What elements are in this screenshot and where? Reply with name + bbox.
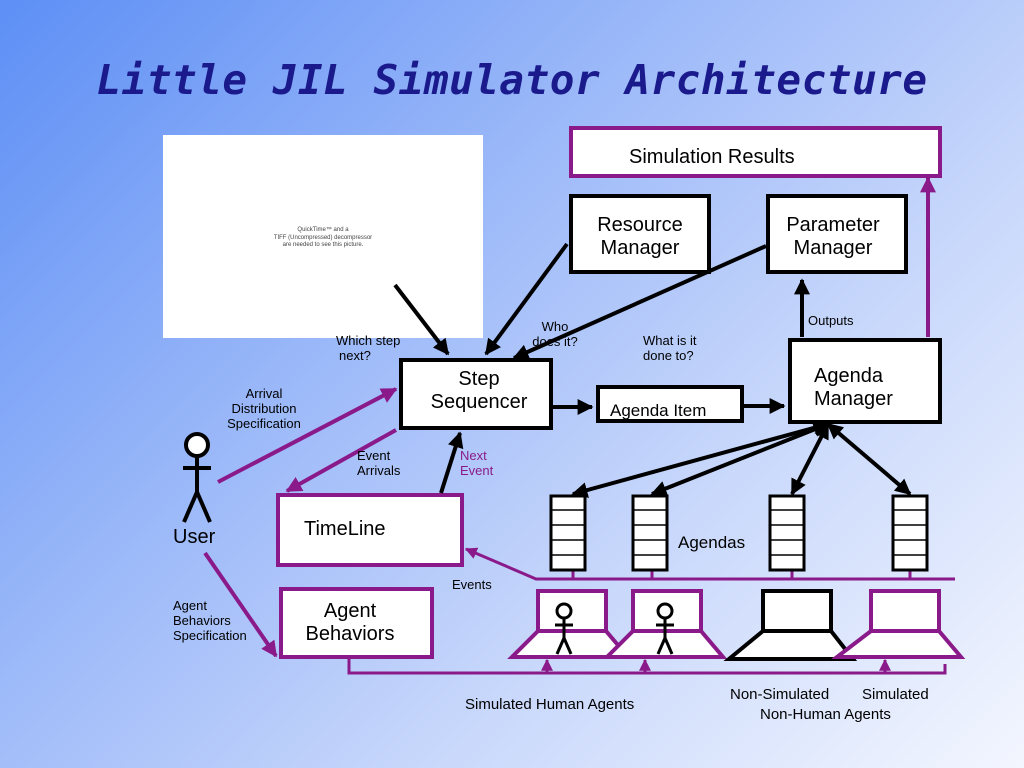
simulation-results-box (569, 126, 942, 178)
event-arrivals-line-2: Arrivals (357, 462, 401, 478)
agent-behaviors-spec-line-3: Specification (173, 627, 247, 643)
user-to-step-sequencer-arrow (217, 387, 398, 484)
simulation-results-label: Simulation Results (629, 146, 795, 168)
which-step-next-label: Which step next? (336, 333, 401, 364)
agent-behaviors-label-line-1: Agent (323, 600, 377, 622)
agendas-label: Agendas (678, 533, 746, 552)
agenda-manager-agenda-3-arrow (790, 422, 830, 496)
agenda-manager-label-line-1: Agenda (814, 365, 883, 387)
events-label: Events (452, 577, 492, 592)
placeholder-message: QuickTime™ and a TIFF (Uncompressed) dec… (163, 227, 483, 250)
parameter-manager-label: Parameter Manager (764, 214, 902, 260)
arrival-line-2: Distribution (231, 400, 297, 416)
agenda-manager-agenda-2-arrow (650, 421, 830, 497)
simulated-label: Simulated (862, 686, 929, 703)
what-is-it-done-to-label: What is it done to? (643, 333, 697, 364)
arrival-line-3: Specification (227, 415, 301, 431)
simulated-human-agent-2-laptop-icon (602, 589, 728, 659)
agenda-manager-agenda-4-arrow (826, 422, 912, 496)
agent-behaviors-spec-line-2: Behaviors (173, 612, 231, 628)
placeholder-line-2: TIFF (Uncompressed) decompressor (273, 234, 373, 241)
agent-behaviors-feed-line (347, 659, 947, 675)
agent-behaviors-specification-label: Agent Behaviors Specification (173, 598, 247, 644)
event-arrivals-line-1: Event (357, 448, 391, 463)
agenda-manager-label: Agenda Manager (814, 365, 893, 411)
resource-manager-label: Resource Manager (571, 214, 709, 260)
resource-manager-to-step-sequencer-arrow (484, 242, 569, 356)
resource-manager-label-line-1: Resource (597, 214, 683, 236)
parameter-manager-label-line-2: Manager (793, 237, 873, 259)
user-label: User (173, 526, 216, 548)
agent-behaviors-box (279, 587, 434, 659)
placeholder-line-1: QuickTime™ and a (297, 227, 349, 233)
timeline-box (276, 493, 464, 567)
resource-manager-label-line-2: Manager (600, 237, 680, 259)
event-arrivals-to-timeline-arrow (285, 428, 397, 493)
step-sequencer-box (399, 358, 553, 430)
who-does-it-label: Who does it? (521, 319, 589, 350)
agenda-stack-2 (631, 494, 669, 572)
which-step-line-2: next? (339, 347, 371, 363)
slide-title: Little JIL Simulator Architecture (96, 56, 928, 104)
next-event-line-2: Event (460, 462, 494, 478)
non-simulated-agent-laptop-icon (723, 589, 858, 661)
timeline-next-event-arrow (439, 431, 464, 494)
agenda-manager-label-line-2: Manager (814, 388, 893, 410)
who-does-it-line-2: does it? (532, 333, 578, 349)
simulated-human-agents-label: Simulated Human Agents (465, 696, 635, 713)
what-is-it-line-1: What is it (643, 333, 697, 348)
parameter-manager-label-line-1: Parameter (786, 214, 880, 236)
agenda-stack-1 (549, 494, 587, 572)
what-is-it-line-2: done to? (643, 347, 694, 363)
events-to-timeline-arrow (464, 547, 955, 581)
parameter-manager-box (766, 194, 908, 274)
simulated-human-agent-1-laptop-icon (507, 589, 633, 659)
simulated-non-human-agent-laptop-icon (831, 589, 966, 659)
user-to-agent-behaviors-arrow (203, 551, 278, 658)
who-does-it-line-1: Who (541, 319, 569, 334)
timeline-label: TimeLine (304, 518, 386, 540)
agenda-manager-box (788, 338, 942, 424)
non-human-agents-label: Non-Human Agents (760, 706, 891, 723)
parameter-manager-to-step-sequencer-arrow (512, 244, 767, 360)
agenda-item-label: Agenda Item (610, 401, 707, 420)
resource-manager-box (569, 194, 711, 274)
event-arrivals-label: Event Arrivals (357, 448, 401, 479)
agenda-manager-agenda-1-arrow (571, 420, 830, 498)
which-step-line-1: Which step (336, 333, 401, 348)
agent-behaviors-label-line-2: Behaviors (305, 623, 395, 645)
picture-to-step-sequencer-arrow (393, 283, 450, 356)
arrival-line-1: Arrival (245, 386, 283, 401)
agenda-stack-4 (891, 494, 929, 572)
agent-behaviors-label: Agent Behaviors (281, 600, 419, 646)
next-event-label: Next Event (460, 448, 494, 479)
placeholder-line-3: are needed to see this picture. (282, 242, 364, 248)
agenda-stack-3 (768, 494, 806, 572)
non-simulated-label: Non-Simulated (730, 686, 830, 703)
outputs-label: Outputs (808, 313, 854, 328)
missing-picture-placeholder: QuickTime™ and a TIFF (Uncompressed) dec… (163, 135, 483, 338)
agent-behaviors-spec-line-1: Agent (173, 598, 207, 613)
next-event-line-1: Next (460, 448, 487, 463)
arrival-distribution-specification-label: Arrival Distribution Specification (220, 386, 308, 432)
step-sequencer-label: Step Sequencer (401, 368, 557, 414)
step-sequencer-label-line-2: Sequencer (430, 391, 528, 413)
user-stick-figure-icon (182, 432, 212, 523)
step-sequencer-label-line-1: Step (458, 368, 500, 390)
